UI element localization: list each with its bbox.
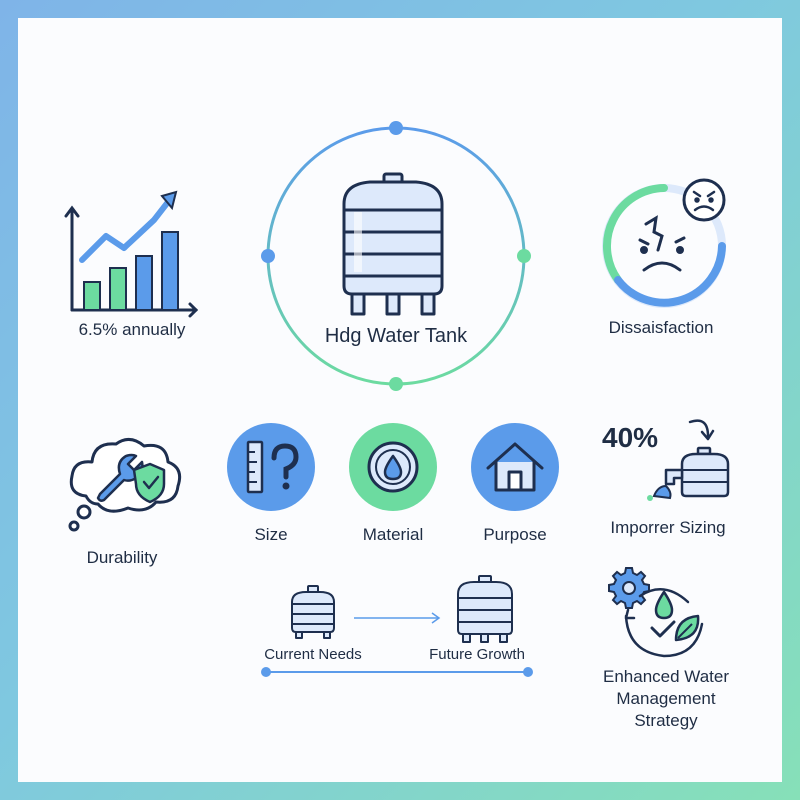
purpose-factor <box>470 422 560 512</box>
durability-label: Durability <box>86 548 158 567</box>
growth-label: 6.5% annually <box>78 320 186 339</box>
sad-face-icon <box>596 178 736 308</box>
central-title: Hdg Water Tank <box>324 325 468 347</box>
water-drop-icon <box>367 441 419 493</box>
growth-chart-icon <box>62 190 202 320</box>
material-label: Material <box>362 525 424 544</box>
water-tank-icon <box>330 170 456 320</box>
ruler-question-icon <box>246 440 299 494</box>
overflowing-tank-icon <box>636 412 736 506</box>
future-growth-label: Future Growth <box>429 646 525 663</box>
improper-sizing-label: Imporrer Sizing <box>610 518 726 537</box>
gear-icon <box>608 567 650 609</box>
gear-drop-leaf-icon <box>606 566 716 662</box>
size-label: Size <box>254 525 288 544</box>
wrench-shield-icon <box>64 432 184 542</box>
improper-sizing-percent: 40% <box>602 422 659 453</box>
material-factor <box>348 422 438 512</box>
central-tank-circle <box>260 120 532 392</box>
house-icon <box>486 442 544 492</box>
strategy-label: Enhanced Water Management Strategy <box>603 667 729 730</box>
needs-comparison <box>258 575 538 682</box>
small-tank-icon <box>291 585 335 639</box>
dissatisfaction-label: Dissaisfaction <box>608 318 714 337</box>
purpose-label: Purpose <box>483 525 547 544</box>
current-needs-label: Current Needs <box>264 646 362 663</box>
size-factor <box>226 422 316 512</box>
